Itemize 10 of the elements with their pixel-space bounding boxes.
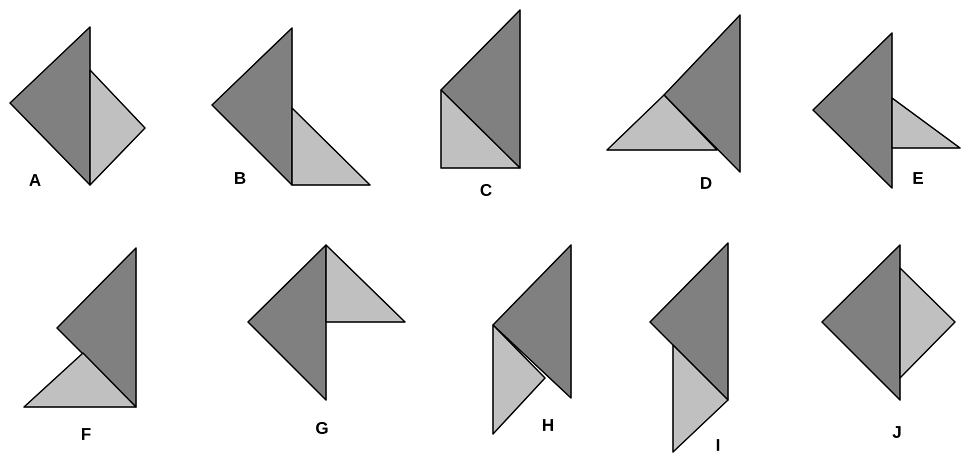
figure-letter: E [914, 172, 923, 184]
figure-letter: G [316, 422, 328, 434]
figure-letter: D [701, 177, 712, 189]
figure-letter: F [82, 428, 91, 440]
figure-letter: J [892, 426, 901, 438]
figure-letter: A [29, 174, 41, 186]
figure-letter: H [543, 419, 553, 431]
figure-letter: I [716, 439, 720, 451]
figure-letter: C [480, 184, 492, 196]
figure-letter: B [235, 172, 246, 184]
